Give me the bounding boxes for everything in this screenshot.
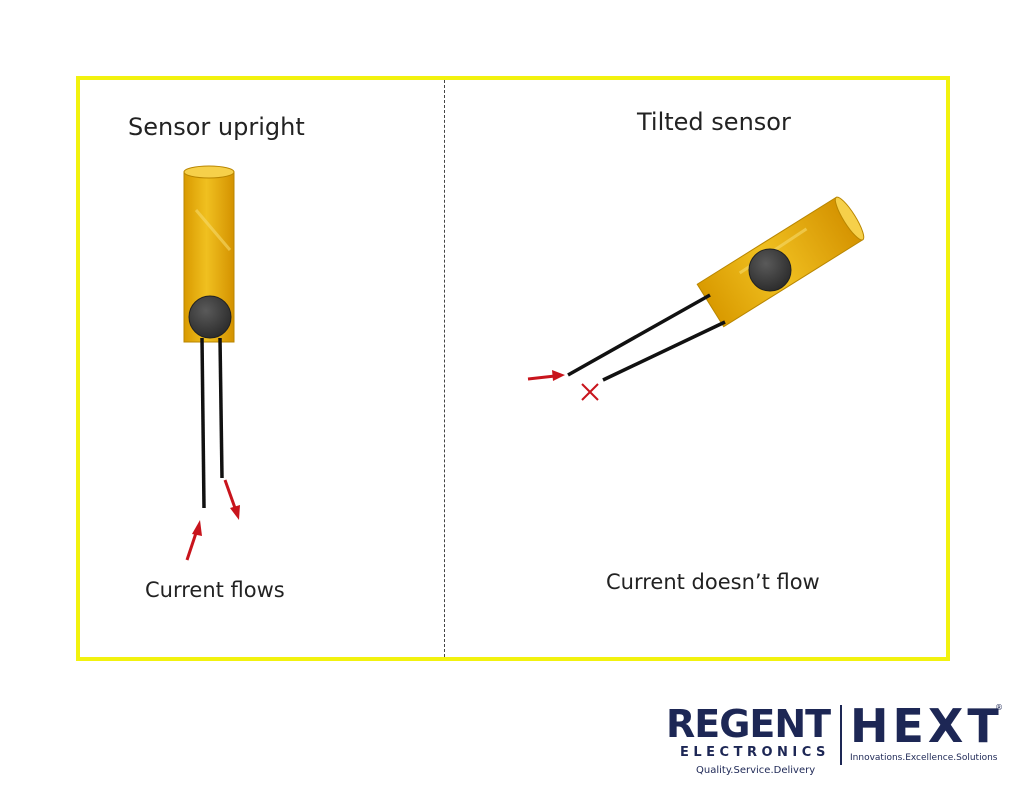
left-panel-title: Sensor upright bbox=[128, 113, 305, 141]
regent-tagline: Quality.Service.Delivery bbox=[696, 765, 816, 776]
regent-subtitle: ELECTRONICS bbox=[680, 745, 830, 760]
tilted-sensor-ball bbox=[748, 248, 792, 292]
tilted-sensor-end bbox=[834, 196, 865, 241]
regent-wordmark: REGENT bbox=[666, 702, 831, 746]
registered-mark: ® bbox=[995, 703, 1003, 712]
company-logo: REGENT ELECTRONICS Quality.Service.Deliv… bbox=[662, 699, 1012, 783]
tilted-lead-lower bbox=[602, 320, 726, 382]
upright-lead-left bbox=[200, 337, 206, 509]
upright-sensor-ball bbox=[188, 295, 232, 339]
hext-tagline: Innovations.Excellence.Solutions bbox=[850, 753, 998, 763]
diagram-frame bbox=[76, 76, 950, 661]
right-panel-title: Tilted sensor bbox=[637, 108, 791, 136]
logo-divider bbox=[840, 705, 842, 765]
upright-lead-right bbox=[218, 337, 224, 479]
upright-sensor bbox=[183, 165, 235, 509]
left-panel-caption: Current flows bbox=[145, 578, 285, 602]
current-arrow-icon bbox=[223, 479, 240, 520]
upright-sensor-top bbox=[183, 165, 235, 179]
tilted-lead-upper bbox=[567, 293, 711, 377]
hext-wordmark: HEXT bbox=[850, 699, 1003, 753]
current-arrow-icon bbox=[527, 370, 565, 381]
panel-divider bbox=[444, 80, 445, 657]
current-arrow-icon bbox=[185, 520, 202, 561]
right-panel-caption: Current doesn’t flow bbox=[606, 570, 820, 594]
no-current-x-icon bbox=[581, 383, 599, 401]
